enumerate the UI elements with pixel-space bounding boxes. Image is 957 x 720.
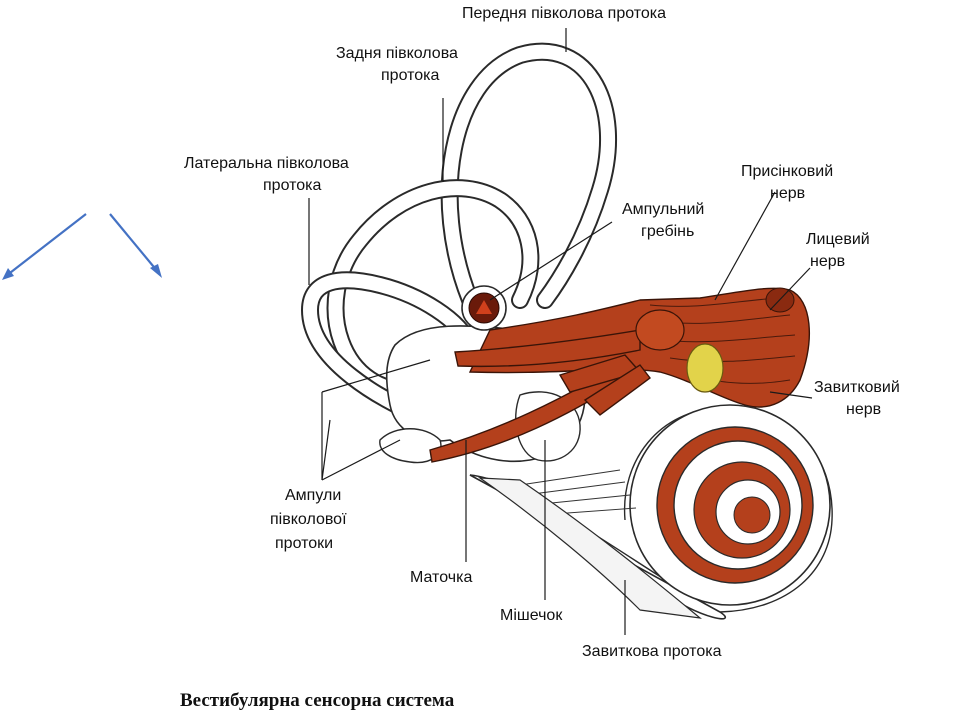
label-anterior-canal: Передня півколова протока xyxy=(462,5,666,22)
label-cochlear-duct: Завиткова протока xyxy=(582,643,722,660)
label-vestibular-nerve-line2: нерв xyxy=(770,185,805,202)
label-lateral-canal-line1: Латеральна півколова xyxy=(184,155,349,172)
label-ampullae-line1: Ампули xyxy=(285,487,341,504)
label-facial-nerve-line1: Лицевий xyxy=(806,231,870,248)
label-cochlear-nerve-line1: Завитковий xyxy=(814,379,900,396)
leader-lines xyxy=(308,28,813,635)
facial-nerve-core xyxy=(686,343,724,393)
cochlea xyxy=(469,404,833,620)
label-ampullary-crest-line2: гребінь xyxy=(641,223,694,240)
label-cochlear-nerve-line2: нерв xyxy=(846,401,881,418)
label-posterior-canal-line2: протока xyxy=(381,67,440,84)
vestibulocochlear-nerve xyxy=(429,287,810,463)
label-posterior-canal-line1: Задня півколова xyxy=(336,45,458,62)
semicircular-canals xyxy=(301,42,617,429)
ampullary-crest xyxy=(461,285,507,331)
label-utricle: Маточка xyxy=(410,569,472,586)
label-ampullae-line2: півколової xyxy=(270,511,347,528)
labels: Передня півколова протока Задня півколов… xyxy=(184,5,900,660)
label-facial-nerve-line2: нерв xyxy=(810,253,845,270)
label-ampullae-line3: протоки xyxy=(275,535,333,552)
label-vestibular-nerve-line1: Присінковий xyxy=(741,163,833,180)
caption: Вестибулярна сенсорна система xyxy=(180,690,455,711)
label-ampullary-crest-line1: Ампульний xyxy=(622,201,704,218)
blue-arrows xyxy=(2,213,162,280)
label-lateral-canal-line2: протока xyxy=(263,177,322,194)
label-saccule: Мішечок xyxy=(500,607,563,624)
